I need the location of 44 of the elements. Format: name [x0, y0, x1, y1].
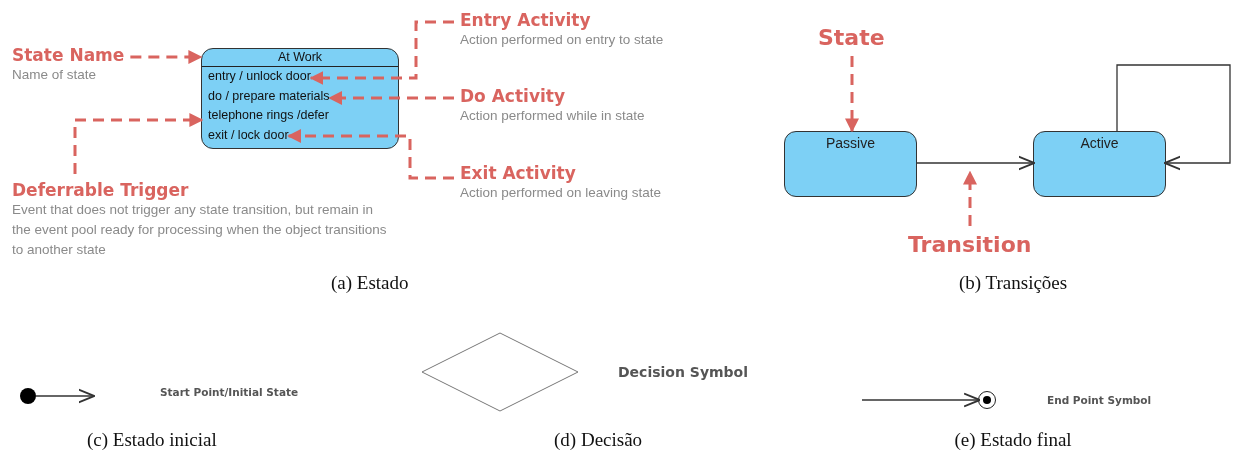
transition-arrow	[1116, 64, 1231, 171]
callout-description: Action performed while in state	[460, 107, 645, 125]
leader-arrow	[309, 20, 454, 85]
activity-text: exit / lock door	[202, 125, 289, 145]
callout-description: Event that does not trigger any state transition, but remain in the event pool ready for processing when the object transitions to another state	[12, 201, 388, 259]
figure-caption: (e) Estado final	[954, 429, 1072, 451]
initial-state-dot	[20, 388, 36, 404]
callout-heading: Entry Activity	[460, 10, 591, 30]
symbol-label: Decision Symbol	[618, 364, 749, 380]
symbol-label: End Point Symbol	[1047, 394, 1152, 406]
state-name-text: Passive	[825, 135, 876, 151]
callout-heading: Exit Activity	[460, 163, 576, 183]
leader-arrow	[845, 56, 859, 133]
callout-heading: State Name	[12, 45, 125, 65]
activity-text: do / prepare materials	[202, 86, 330, 106]
figure-caption: (c) Estado inicial	[87, 429, 217, 451]
activity-text: entry / unlock door	[202, 67, 311, 87]
leader-arrow	[963, 170, 977, 226]
decision-diamond	[421, 332, 579, 412]
transition-arrow	[861, 392, 982, 408]
leader-arrow	[328, 91, 454, 105]
callout-heading: Do Activity	[460, 86, 565, 106]
state-name-text: Active	[1079, 135, 1120, 151]
leader-arrow	[130, 50, 203, 64]
callout-description: Action performed on leaving state	[460, 184, 662, 202]
callout-heading: Transition	[908, 232, 1032, 257]
leader-arrow	[287, 129, 454, 180]
final-state-symbol	[978, 391, 996, 409]
callout-description: Action performed on entry to state	[460, 31, 664, 49]
callout-heading: State	[818, 25, 885, 50]
transition-arrow	[916, 155, 1036, 171]
leader-arrow	[73, 113, 204, 174]
symbol-label: Start Point/Initial State	[160, 386, 299, 398]
callout-description: Name of state	[12, 66, 98, 84]
transition-arrow	[35, 388, 96, 404]
state-box	[784, 131, 917, 197]
state-name-text: At Work	[202, 49, 398, 67]
figure-caption: (b) Transições	[959, 272, 1068, 294]
callout-heading: Deferrable Trigger	[12, 180, 189, 200]
state-box	[201, 48, 399, 149]
figure-caption: (a) Estado	[331, 272, 409, 294]
state-box	[1033, 131, 1166, 197]
activity-text: telephone rings /defer	[202, 106, 329, 126]
figure-caption: (d) Decisão	[554, 429, 643, 451]
